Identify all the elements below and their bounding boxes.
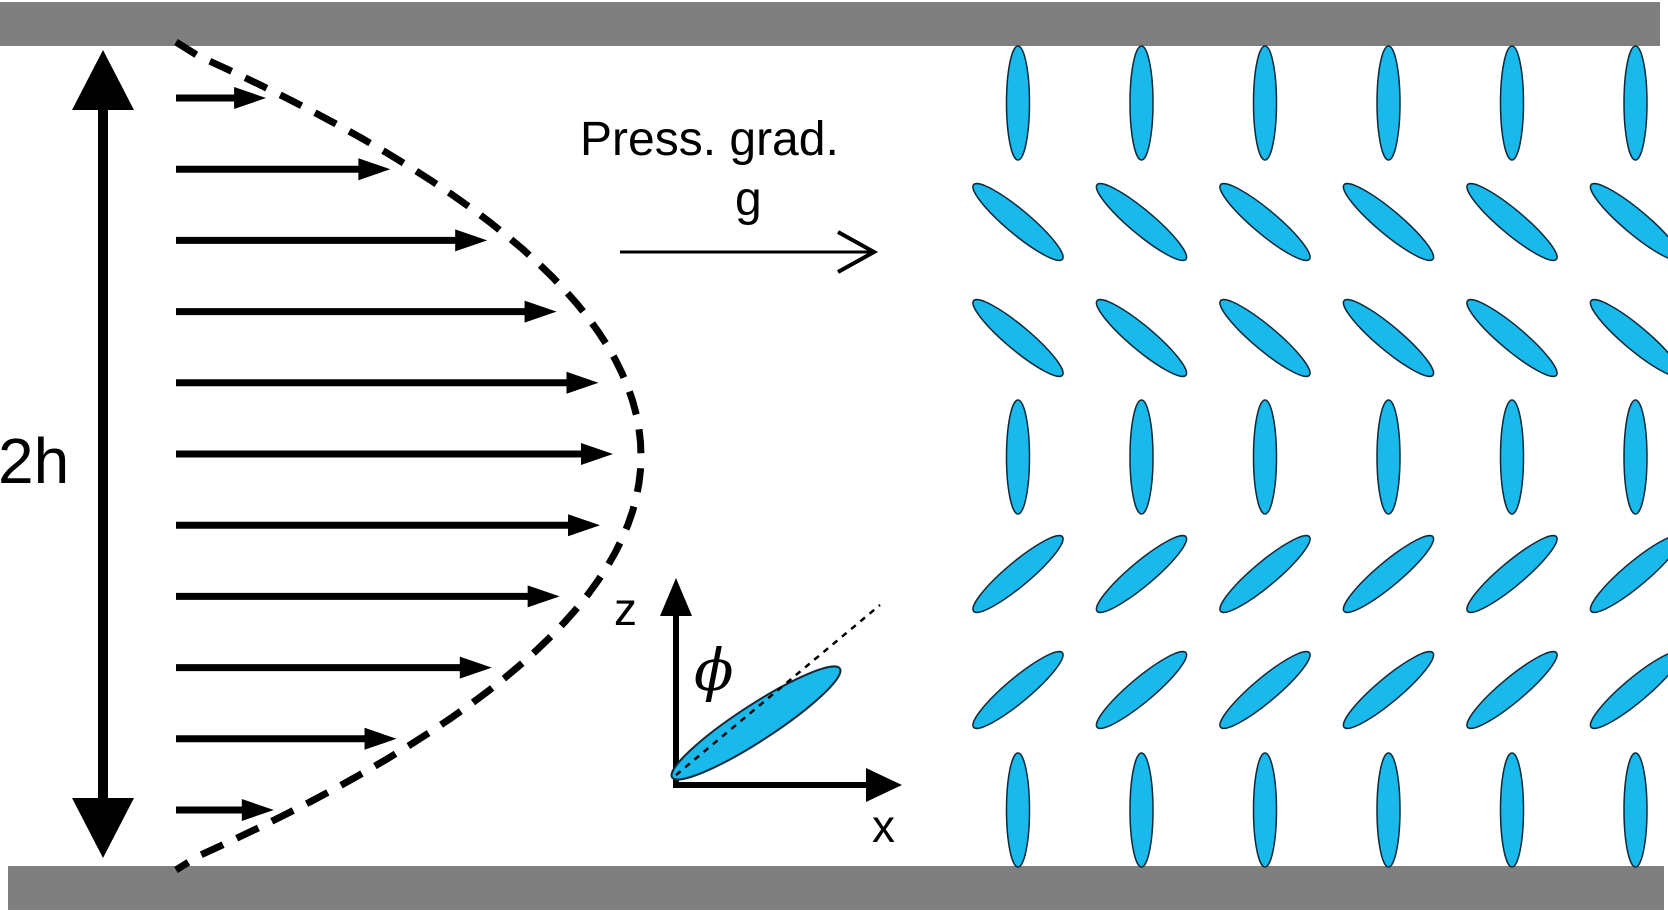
particle — [1342, 182, 1435, 262]
velocity-arrow-head — [580, 443, 613, 465]
height-label: 2h — [0, 425, 69, 497]
velocity-arrow-head — [568, 514, 601, 537]
particle — [1589, 650, 1668, 730]
particle — [972, 534, 1064, 614]
velocity-arrow-head — [527, 585, 560, 608]
particle — [1252, 752, 1278, 868]
particle — [1376, 752, 1401, 868]
particle-axis-dashed — [675, 604, 881, 776]
particle — [1499, 752, 1525, 868]
particle — [1589, 182, 1668, 262]
velocity-arrow-head — [524, 300, 557, 323]
particle — [1589, 534, 1668, 614]
particle — [1005, 399, 1031, 515]
particle — [1376, 45, 1401, 161]
particle — [1466, 534, 1558, 614]
particle — [1342, 534, 1435, 614]
z-axis-label: z — [614, 583, 637, 635]
particle — [1623, 45, 1648, 161]
particle — [1095, 182, 1188, 262]
coordinate-system — [660, 578, 902, 802]
velocity-arrow-head — [241, 799, 274, 821]
particle — [972, 298, 1064, 378]
velocity-arrow-head — [459, 656, 492, 679]
particle — [1623, 399, 1648, 515]
x-axis-label: x — [872, 800, 895, 852]
particle — [1129, 45, 1154, 161]
top-plate — [0, 2, 1660, 46]
particle — [1342, 298, 1435, 378]
particle — [1623, 752, 1648, 868]
particle — [1376, 399, 1401, 515]
particle — [1005, 752, 1031, 868]
particle — [972, 182, 1064, 262]
reference-particle — [670, 665, 842, 781]
z-axis-arrowhead — [660, 578, 692, 616]
particle — [1252, 399, 1278, 515]
velocity-arrow-head — [234, 87, 267, 109]
velocity-profile-arrows — [176, 87, 613, 821]
particle — [1129, 399, 1154, 515]
particle — [1219, 534, 1311, 614]
velocity-profile-curve — [174, 39, 645, 873]
angle-label: ϕ — [694, 636, 734, 704]
particle — [1219, 298, 1311, 378]
particle — [1466, 298, 1558, 378]
velocity-arrow-head — [566, 371, 599, 394]
particle — [1129, 752, 1154, 868]
particle — [1252, 45, 1278, 161]
particle — [1095, 650, 1188, 730]
height-arrow — [72, 50, 134, 858]
velocity-arrow-head — [364, 727, 397, 750]
x-axis-arrowhead — [866, 768, 902, 802]
particle — [1342, 650, 1435, 730]
particle — [1005, 45, 1031, 161]
particle — [1095, 534, 1188, 614]
particle — [1466, 182, 1558, 262]
particle — [1589, 298, 1668, 378]
gradient-symbol: g — [735, 173, 762, 226]
particle — [1095, 298, 1188, 378]
pressure-gradient-label: Press. grad. — [580, 113, 839, 166]
pressure-gradient-arrow — [620, 230, 879, 274]
velocity-arrow-head — [358, 158, 391, 181]
particle — [1499, 399, 1525, 515]
particle-grid — [972, 45, 1668, 868]
bottom-plate — [8, 866, 1664, 910]
particle — [1219, 650, 1311, 730]
particle — [1499, 45, 1525, 161]
particle — [972, 650, 1064, 730]
velocity-arrow-head — [455, 229, 488, 252]
particle — [1219, 182, 1311, 262]
particle — [1466, 650, 1558, 730]
